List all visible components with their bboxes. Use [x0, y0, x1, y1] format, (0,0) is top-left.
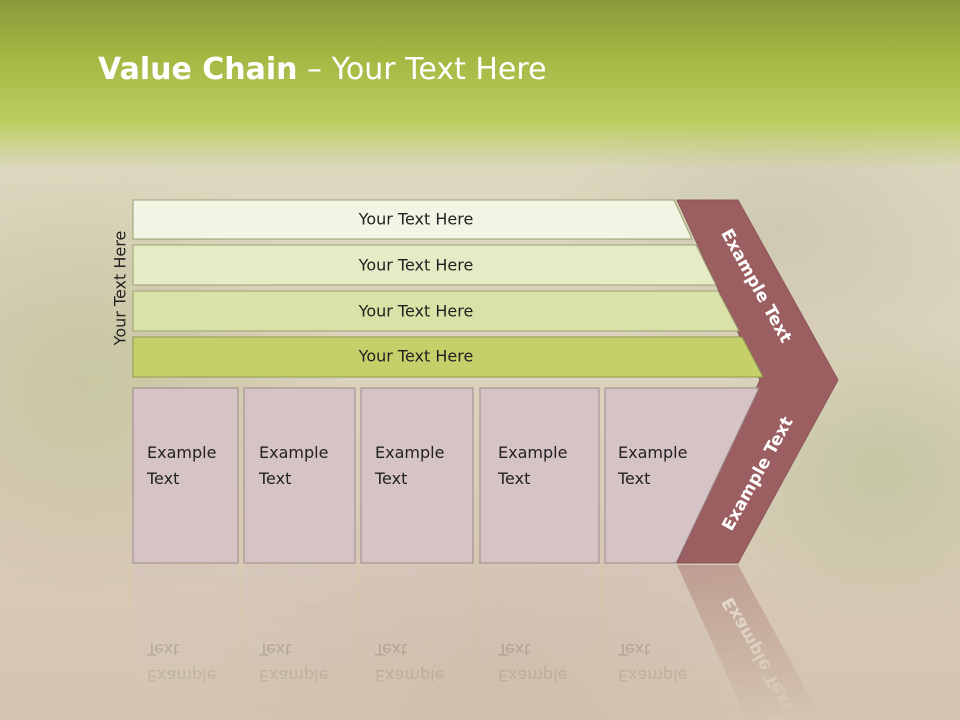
box-3-line2: Text	[374, 469, 407, 488]
bar-1-label: Your Text Here	[358, 210, 474, 229]
box-2-line1: Example	[259, 443, 328, 462]
svg-text:Example: Example	[375, 666, 444, 685]
svg-text:Text: Text	[497, 640, 530, 659]
svg-text:Text: Text	[374, 640, 407, 659]
box-2-line2: Text	[258, 469, 291, 488]
bar-4	[132, 336, 764, 378]
svg-text:Example: Example	[618, 666, 687, 685]
svg-text:Example: Example	[259, 666, 328, 685]
bar-2-label: Your Text Here	[358, 256, 474, 275]
title-bold: Value Chain	[98, 52, 298, 87]
box-1-line2: Text	[146, 469, 179, 488]
box-5-line1: Example	[618, 443, 687, 462]
bar-3	[132, 290, 740, 332]
side-label: Your Text Here	[111, 231, 130, 347]
svg-text:Text: Text	[258, 640, 291, 659]
svg-text:Text: Text	[146, 640, 179, 659]
reflection: Example Text Example Text Example Text Exam…	[133, 565, 823, 720]
box-3	[360, 387, 474, 564]
box-2	[243, 387, 356, 564]
bar-1	[132, 199, 693, 240]
box-5-line2: Text	[617, 469, 650, 488]
title-band: Value Chain – Your Text Here	[0, 0, 960, 168]
svg-text:Example: Example	[498, 666, 567, 685]
slide-title: Value Chain – Your Text Here	[98, 52, 547, 87]
bar-3-label: Your Text Here	[358, 302, 474, 321]
box-4-line2: Text	[497, 469, 530, 488]
svg-text:Example: Example	[147, 666, 216, 685]
bar-4-label: Your Text Here	[358, 347, 474, 366]
box-1-line1: Example	[147, 443, 216, 462]
box-5	[604, 387, 760, 564]
box-1	[132, 387, 239, 564]
box-3-line1: Example	[375, 443, 444, 462]
chevron-arrow	[676, 199, 839, 564]
title-rest: – Your Text Here	[297, 52, 547, 87]
bar-2	[132, 244, 717, 286]
box-4	[479, 387, 600, 564]
svg-text:Text: Text	[617, 640, 650, 659]
box-4-line1: Example	[498, 443, 567, 462]
